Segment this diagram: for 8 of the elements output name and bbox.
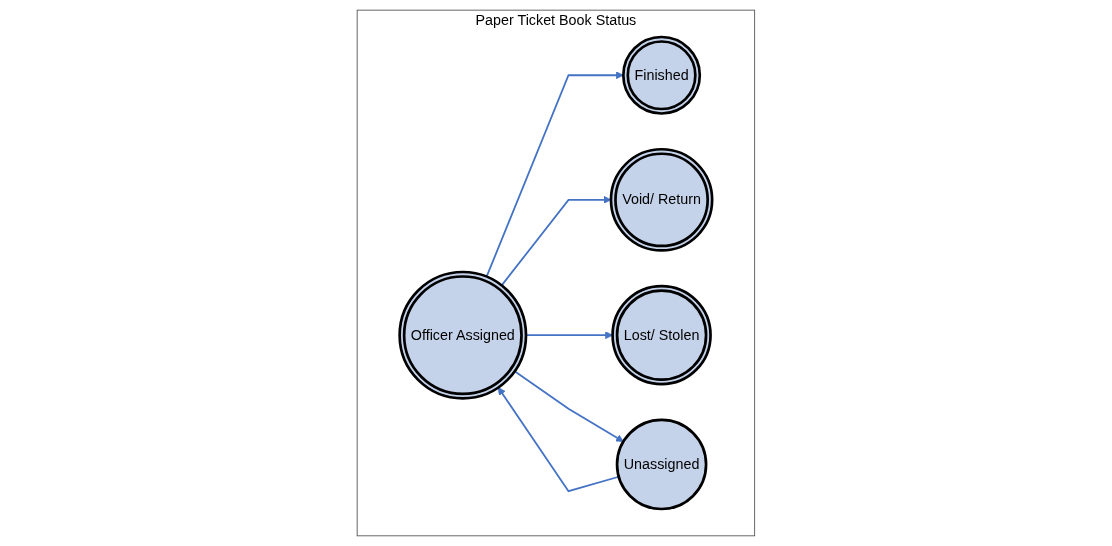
node-circle: Lost/ Stolen [611, 284, 712, 386]
arrow [485, 71, 624, 278]
node-circle: Finished [622, 35, 702, 115]
arrow [500, 195, 612, 287]
node-circle: Unassigned [615, 418, 708, 511]
node-circle: Void/ Return [609, 147, 714, 252]
node-circle: Officer Assigned [398, 270, 528, 400]
arrow [513, 370, 624, 442]
